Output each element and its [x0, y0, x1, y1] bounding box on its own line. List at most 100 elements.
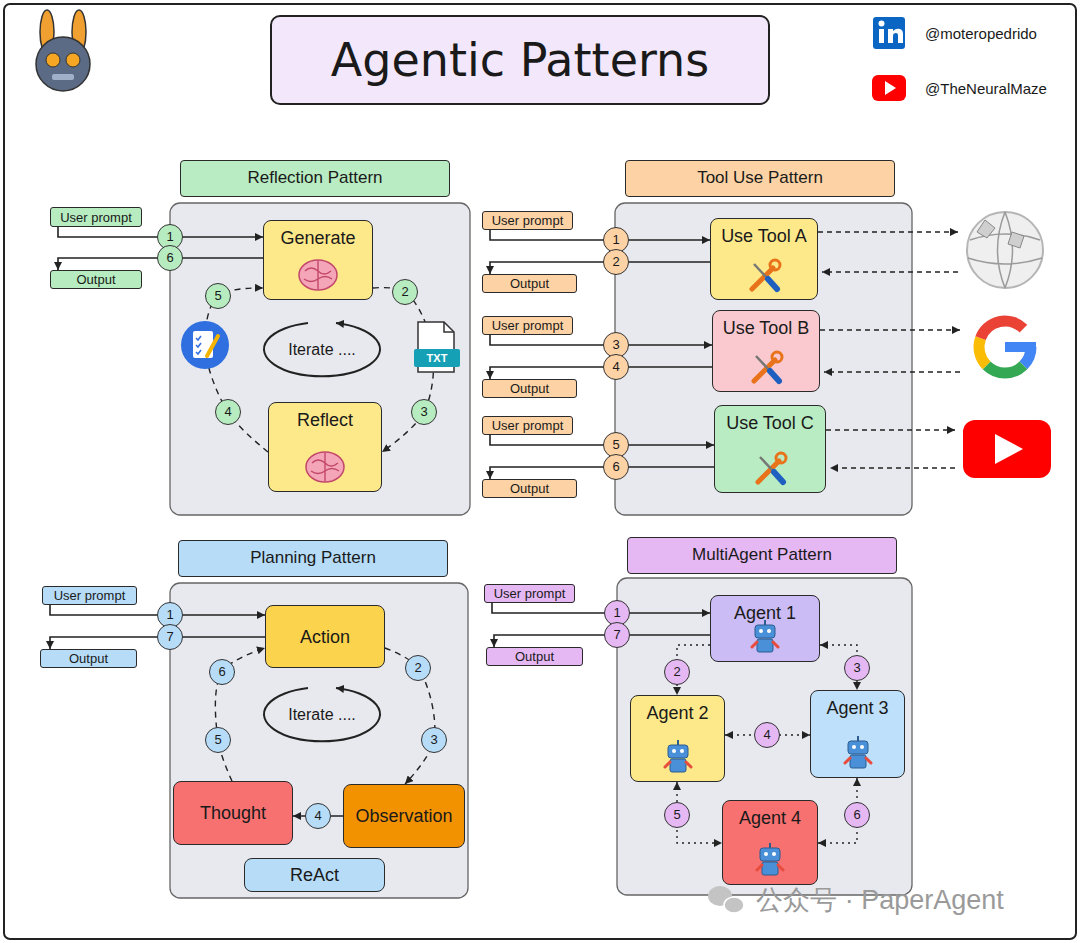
node-label: User prompt — [60, 210, 132, 225]
wikipedia-icon — [967, 212, 1043, 288]
node-label: Use Tool A — [721, 225, 807, 247]
panel-body — [617, 578, 912, 895]
tool-link — [824, 371, 960, 372]
io-tag: Output — [482, 379, 577, 398]
brain-icon — [296, 256, 340, 294]
callout-number: 6 — [157, 245, 183, 271]
callout-number: 6 — [209, 659, 235, 685]
file-type-label: TXT — [427, 352, 448, 364]
txt-file-icon — [414, 322, 460, 372]
io-tag: Output — [486, 647, 583, 666]
callout-number: 5 — [205, 283, 231, 309]
robot-icon — [656, 738, 700, 776]
social-handle: @TheNeuralMaze — [925, 80, 1047, 97]
loop-label: Iterate .... — [288, 341, 356, 359]
logo — [66, 53, 80, 67]
callout-number: 4 — [754, 722, 780, 748]
node-label: Output — [515, 649, 554, 664]
callout-number: 5 — [664, 802, 690, 828]
panel-body — [170, 203, 470, 515]
node-label: Agent 1 — [734, 602, 796, 624]
process-box: ReAct — [244, 858, 385, 892]
wikipedia-icon — [968, 212, 1042, 288]
callout-number: 3 — [844, 655, 870, 681]
io-tag: Output — [482, 479, 577, 498]
process-box: Action — [265, 605, 385, 668]
connector-arrow — [494, 635, 710, 647]
callout-number: 2 — [603, 249, 629, 275]
callout-number: 3 — [411, 399, 437, 425]
node-label: Output — [510, 481, 549, 496]
iterate-loop — [264, 688, 380, 741]
checklist-icon — [181, 321, 229, 369]
google-icon — [981, 321, 1024, 338]
robot-icon — [743, 618, 787, 656]
iterate-loop — [264, 323, 380, 741]
connector-arrow — [490, 262, 710, 274]
node-label: Observation — [355, 805, 452, 827]
panel-heading: MultiAgent Pattern — [627, 537, 897, 574]
callout-number: 2 — [405, 655, 431, 681]
io-tag: User prompt — [42, 586, 137, 605]
callout-number: 7 — [604, 622, 630, 648]
checklist-icon — [196, 336, 201, 354]
connector-arrow — [205, 288, 268, 452]
page-frame — [4, 4, 1076, 939]
connector-arrow — [490, 335, 712, 345]
pattern-panel: MultiAgent PatternAgent 1Agent 2Agent 3A… — [617, 537, 912, 895]
node-label: Use Tool C — [726, 412, 814, 434]
node-label: User prompt — [492, 418, 564, 433]
node-label: Generate — [280, 227, 355, 249]
process-box: Reflect — [268, 402, 382, 492]
tools-icon — [744, 348, 788, 386]
title: Agentic Patterns — [270, 15, 770, 105]
iterate-loop — [264, 323, 380, 376]
panel-body — [170, 583, 468, 898]
process-box: Agent 3 — [810, 690, 905, 778]
pattern-panel: Tool Use PatternUse Tool AUse Tool BUse … — [615, 160, 912, 515]
brain-icon — [303, 448, 347, 486]
checklist-icon — [181, 321, 229, 369]
social-handle: @moteropedrido — [925, 25, 1037, 42]
linkedin-icon — [873, 17, 905, 49]
loop-label: Iterate .... — [288, 706, 356, 724]
process-box: Agent 1 — [710, 595, 820, 662]
tool-link — [818, 232, 960, 468]
logo — [36, 10, 90, 91]
youtube-icon — [885, 81, 896, 95]
tool-link — [830, 467, 955, 468]
node-label: Agent 3 — [826, 697, 888, 719]
node-label: Output — [510, 276, 549, 291]
tool-link — [818, 231, 958, 232]
tool-link — [820, 329, 960, 330]
node-label: Output — [69, 651, 108, 666]
io-tag: User prompt — [482, 416, 573, 435]
node-label: Agent 4 — [739, 807, 801, 829]
io-tag: User prompt — [484, 584, 575, 603]
checklist-icon — [207, 336, 218, 356]
google-icon — [979, 338, 987, 365]
callout-number: 6 — [844, 802, 870, 828]
youtube-logo — [995, 434, 1023, 464]
connector-arrow — [490, 230, 710, 240]
youtube-logo — [963, 420, 1051, 478]
tool-link — [826, 429, 955, 430]
callout-number: 7 — [157, 624, 183, 650]
robot-icon — [748, 841, 792, 879]
io-tag: Output — [50, 270, 142, 289]
node-label: ReAct — [290, 864, 339, 886]
process-box: Use Tool A — [710, 218, 818, 300]
connector-arrow — [490, 435, 714, 445]
robot-icon — [836, 734, 880, 772]
wikipedia-icon — [977, 220, 1024, 248]
youtube-logo — [963, 420, 1051, 478]
process-box: Agent 4 — [722, 800, 818, 885]
watermark: 公众号 · PaperAgent — [756, 882, 1004, 918]
process-box: Generate — [263, 220, 373, 300]
node-label: User prompt — [54, 588, 126, 603]
process-box: Observation — [343, 784, 465, 848]
io-tag: Output — [40, 649, 137, 668]
logo — [52, 74, 74, 80]
